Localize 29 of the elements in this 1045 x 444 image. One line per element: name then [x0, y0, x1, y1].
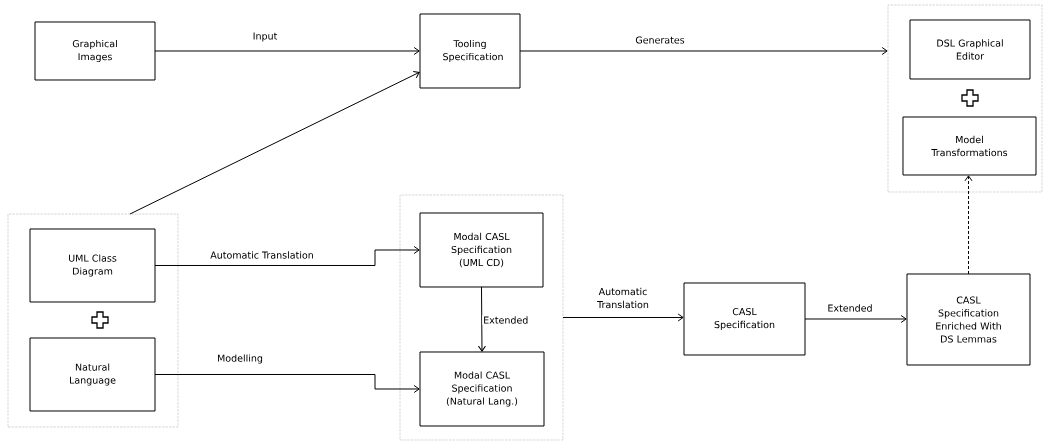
- process-box: Modal CASL Specification (Natural Lang.): [419, 351, 545, 427]
- edge-label: Extended: [826, 303, 874, 313]
- arrow: [804, 315, 907, 323]
- arrow: [562, 313, 684, 322]
- edge-label: Generates: [634, 35, 686, 45]
- arrow: [129, 70, 420, 215]
- process-box: DSL Graphical Editor: [909, 19, 1031, 80]
- process-box: Natural Language: [29, 337, 156, 412]
- process-box: Modal CASL Specification (UML CD): [419, 212, 544, 288]
- group-frame: [399, 194, 564, 441]
- process-box: UML Class Diagram: [29, 228, 156, 303]
- arrow: [154, 246, 420, 266]
- edge-label: Modelling: [216, 353, 264, 365]
- edge-label: Automatic Translation: [209, 250, 315, 260]
- process-box: Model Transformations: [902, 116, 1037, 176]
- edge-label: Input: [251, 31, 279, 43]
- process-box: Graphical Images: [34, 21, 156, 81]
- arrow: [519, 47, 888, 55]
- arrow: [154, 374, 420, 393]
- arrow: [154, 47, 420, 55]
- arrow: [964, 175, 973, 275]
- process-box: CASL Specification Enriched With DS Lemmas: [906, 273, 1031, 366]
- process-box: CASL Specification: [683, 282, 806, 356]
- group-frame: [7, 213, 179, 428]
- arrow: [477, 286, 486, 352]
- group-frame: [887, 4, 1043, 193]
- edge-label: Extended: [482, 315, 530, 325]
- edge-label: Automatic Translation: [592, 286, 654, 310]
- process-box: Tooling Specification: [419, 13, 521, 89]
